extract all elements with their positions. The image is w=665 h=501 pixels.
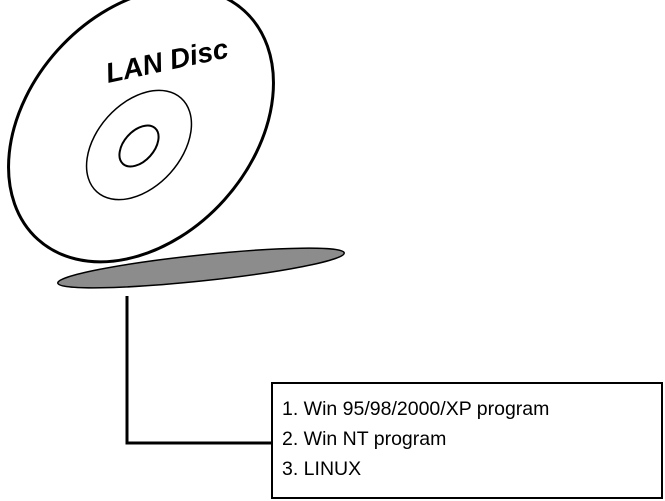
list-item: 2. Win NT program bbox=[282, 428, 447, 450]
disc-contents-box: 1. Win 95/98/2000/XP program 2. Win NT p… bbox=[271, 382, 663, 499]
list-item: 1. Win 95/98/2000/XP program bbox=[282, 398, 550, 420]
disc-hub-hole bbox=[118, 124, 160, 168]
disc-outer-ring bbox=[7, 0, 275, 264]
list-item: 3. LINUX bbox=[282, 458, 362, 480]
disc-middle-ring bbox=[85, 89, 193, 201]
disc-shadow bbox=[57, 247, 345, 289]
connector-line bbox=[125, 296, 273, 445]
disc-contents-list: 1. Win 95/98/2000/XP program 2. Win NT p… bbox=[273, 384, 661, 484]
